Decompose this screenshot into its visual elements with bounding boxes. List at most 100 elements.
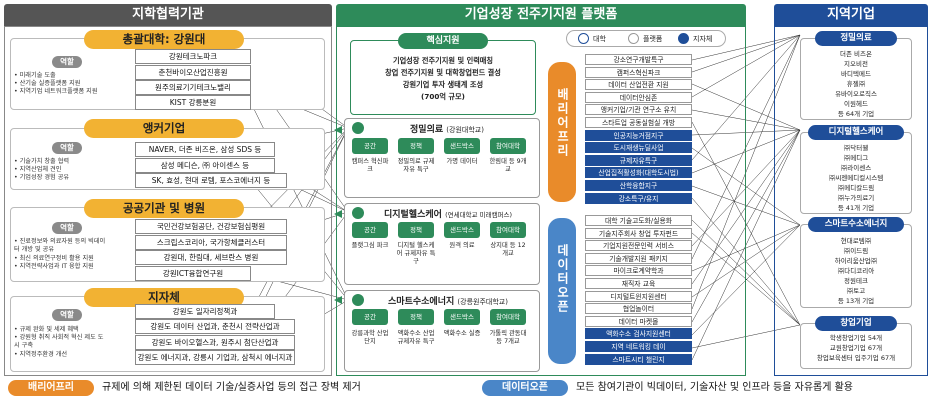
service-box: 스타트업 공동실험실 개방 (585, 117, 692, 128)
service-box: 규제자유특구 (585, 154, 692, 166)
barrier-free-text: 배리어프리 (555, 88, 570, 158)
hub-title-icon (352, 122, 364, 134)
left-column-header: 지학협력기관 (4, 4, 332, 26)
bullet-item: • 산기술 실증플랫폼 지원 (14, 80, 81, 87)
company-item: 지오비전 (844, 60, 868, 68)
company-item: ㈜닥터웰 (843, 144, 869, 152)
hub-cell: 참여대학 (490, 222, 526, 238)
entity-box: KIST 강릉분원 (135, 95, 251, 110)
hub-cell-text: 가명 데이터 (446, 158, 478, 165)
bullet-item: • 지역산업체 견인 (14, 166, 62, 173)
hub-subtitle: (강릉원주대학교) (457, 298, 508, 306)
service-box: 협업놀이터 (585, 303, 692, 315)
company-item: ㈜이드림 (843, 247, 869, 255)
bullet-item: • 진료정보와 의료자원 등의 빅데이터 개방 및 공유 (14, 238, 106, 254)
core-support-box (350, 40, 536, 115)
bullet-item: • 기술가치 창출 협력 (14, 158, 70, 165)
company-group-title: 디지털헬스케어 (808, 125, 904, 140)
hub-cell-text: 액화수소 산업 규제자유 특구 (397, 330, 435, 345)
hub-cell: 공간 (352, 222, 388, 238)
company-item: 등 41개 기업 (837, 204, 875, 212)
service-box: 앵커기업/기관 연구소 유치 (585, 104, 692, 116)
service-box: 기술개발지원 패키지 (585, 252, 692, 264)
service-box: 산업집적활성화(대학도시법) (585, 167, 692, 179)
entity-box: 강원도 에너지과, 강릉시 기업과, 삼척시 에너지과 (135, 350, 295, 365)
service-box: 도시재생뉴딜사업 (585, 142, 692, 154)
hub-cell: 정책 (398, 222, 434, 238)
company-item: 등 13개 기업 (837, 297, 875, 305)
footer-data-open-text: 모든 참여기관이 빅데이터, 기술자산 및 인프라 등을 자유롭게 활용 (576, 382, 854, 393)
service-box: 인공지능거점지구 (585, 129, 692, 141)
company-item: 등 64개 기업 (837, 110, 875, 118)
entity-box: 강원도 바이오헬스과, 원주시 첨단산업과 (135, 335, 295, 350)
service-box: 강소연구개발특구 (585, 54, 692, 65)
hub-cell: 공간 (352, 138, 388, 154)
company-item: ㈜토고 (846, 287, 866, 295)
service-box: 산학융합지구 (585, 180, 692, 191)
hub-title-text: 정밀의료 (410, 125, 444, 135)
hub-cell: 정책 (398, 309, 434, 325)
barrier-free-label: 배리어프리 (548, 62, 576, 202)
core-support-line: 창업 전주기지원 및 대학창업펀드 결성 (385, 68, 501, 77)
hub-title-icon (352, 294, 364, 306)
company-item: 바디텍메드 (841, 70, 871, 78)
section-title-university: 총괄대학: 강원대 (84, 30, 244, 49)
core-support-line: 기업성장 전주기지원 및 인력매칭 (392, 56, 494, 65)
core-support-line: (700억 규모) (421, 92, 465, 101)
hub-cell-text: 액화수소 실증 (443, 330, 481, 337)
hub-title-text: 스마트수소에너지 (388, 297, 455, 307)
service-box: 데이터 산업전환 지원 (585, 79, 692, 91)
service-box: 강소특구/유지 (585, 192, 692, 204)
hub-cell: 샌드박스 (444, 222, 480, 238)
hub-cell-text: 캠퍼스 혁신파크 (351, 158, 389, 173)
legend-dot-local-gov (678, 33, 689, 44)
service-box: 데이터안심존 (585, 91, 692, 103)
bullet-item: • 기업성장 경험 공유 (14, 174, 70, 181)
hub-cell-text: 원격 의료 (449, 242, 475, 249)
role-badge: 역할 (52, 309, 82, 321)
center-column-panel (336, 26, 746, 376)
hub-cell-text: 디지털 헬스케어 규제자유 특구 (396, 242, 436, 265)
role-badge: 역할 (52, 56, 82, 68)
entity-box: 강원도 데이터 산업과, 춘천시 전략산업과 (135, 319, 295, 334)
center-column-header: 기업성장 전주기지원 플랫폼 (336, 4, 746, 26)
hub-title: 디지털헬스케어 (연세대학교 미래캠퍼스) (360, 207, 536, 220)
bullet-item: • 지역전략사업과 IT 융합 지원 (14, 263, 94, 270)
right-column-header: 지역기업 (774, 4, 928, 26)
hub-cell: 참여대학 (490, 309, 526, 325)
company-item: 학생창업기업 54개 (829, 334, 883, 342)
company-item: ㈜다디코리아 (837, 267, 875, 275)
bullet-item: • 미래기술 도출 (14, 72, 56, 79)
company-item: 유바이오로직스 (835, 90, 877, 98)
company-item: 하이리움산업㈜ (834, 257, 878, 265)
data-open-label: 데이터오픈 (548, 218, 576, 364)
entity-box: 삼성 메디슨, ㈜ 아이센스 등 (135, 158, 275, 173)
company-item: ㈜메디칼드림 (837, 184, 875, 192)
hub-title: 정밀의료 (강원대학교) (362, 122, 532, 135)
hub-digital-healthcare (344, 203, 540, 285)
service-box: 스마트시티 챌린지 (585, 353, 692, 365)
service-box: 기술지주회사 창업 투자펀드 (585, 227, 692, 239)
entity-box: SK, 효성, 현대 로템, 포스코에너지 등 (135, 173, 287, 188)
company-item: 휴젤㈜ (846, 80, 866, 88)
section-title-local-gov: 지자체 (84, 288, 244, 307)
core-support-title: 핵심지원 (398, 33, 488, 49)
company-item: 현대로템㈜ (840, 237, 872, 245)
service-box: 기업지원전문인력 서비스 (585, 240, 692, 252)
entity-box: 스크립스코리아, 국가항체클러스터 (135, 235, 287, 250)
hub-precision-medicine (344, 118, 540, 198)
data-open-text: 데이터오픈 (555, 244, 570, 314)
footer-barrier-free-text: 규제에 의해 제한된 데이터 기술/실증사업 등의 접근 장벽 제거 (102, 382, 361, 393)
legend-label: 지자체 (693, 35, 713, 43)
hub-subtitle: (강원대학교) (446, 126, 484, 134)
hub-cell: 샌드박스 (444, 309, 480, 325)
legend-dot-platform (628, 33, 639, 44)
hub-cell-text: 한림대 등 9개교 (489, 158, 527, 173)
bullet-item: • 규제 완화 및 세제 혜택 (14, 326, 79, 333)
hub-cell: 참여대학 (490, 138, 526, 154)
bullet-item: • 최신 의료연구정비 활용 지원 (14, 255, 94, 262)
entity-box: 원주의료기기테크노밸리 (135, 80, 251, 95)
company-item: 이원헤드 (844, 100, 868, 108)
service-box: 캠퍼스혁신파크 (585, 66, 692, 78)
bullet-item: • 지역기업 네트워크플랫폼 지원 (14, 88, 98, 95)
